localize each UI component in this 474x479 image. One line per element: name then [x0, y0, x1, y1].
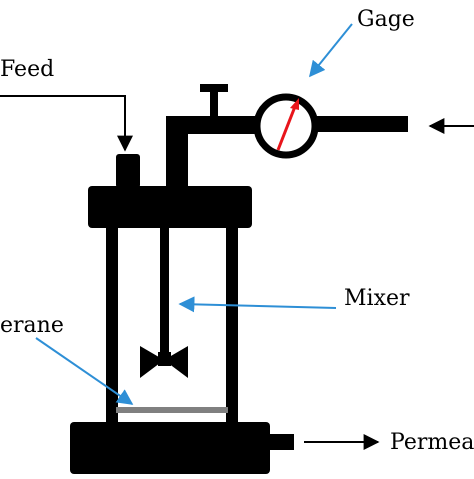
- gas-inlet-pipe: [312, 116, 408, 132]
- pressure-pipe: [166, 116, 260, 134]
- feed-label: Feed: [0, 57, 54, 82]
- feed-inlet: [116, 154, 140, 188]
- top-cap: [88, 186, 252, 228]
- mixer-label: Mixer: [344, 286, 410, 311]
- cylinder-wall-left: [106, 228, 118, 424]
- base-plate: [70, 422, 270, 474]
- gage-needle: [276, 103, 298, 151]
- gage-arrow: [308, 23, 353, 78]
- gage-label: Gage: [357, 7, 415, 32]
- permeate-label: Permea: [390, 430, 474, 455]
- mixer-shaft: [160, 228, 169, 358]
- valve-handle: [200, 84, 228, 92]
- mixer-arrow: [178, 296, 337, 313]
- cylinder-wall-right: [226, 228, 238, 424]
- membrane: [116, 407, 228, 413]
- membrane-label: erane: [0, 313, 64, 338]
- feed-arrow: [0, 95, 133, 152]
- mixer-impeller: [140, 346, 188, 378]
- valve-stem: [210, 86, 218, 118]
- mixer-hub: [158, 352, 171, 366]
- membrane-arrow: [35, 337, 134, 405]
- permeate-outlet: [270, 434, 294, 450]
- gage-needle-tip: [290, 98, 299, 110]
